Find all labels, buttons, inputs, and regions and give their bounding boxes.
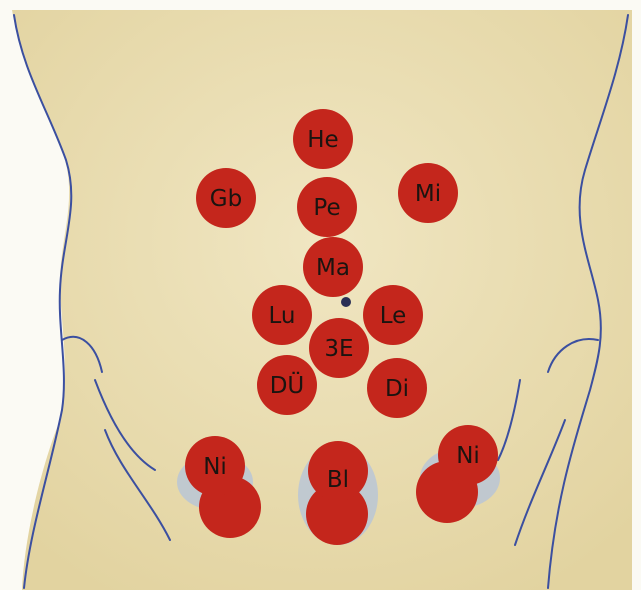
label-mi: Mi [415, 181, 441, 207]
label-ni-left: Ni [203, 454, 227, 480]
label-3e: 3E [324, 336, 353, 362]
torso-skin-right [632, 10, 641, 590]
label-gb: Gb [210, 186, 242, 212]
label-dd: DÜ [270, 371, 305, 399]
label-pe: Pe [313, 195, 340, 221]
label-lu: Lu [269, 303, 296, 329]
label-ma: Ma [316, 255, 350, 281]
label-le: Le [380, 303, 407, 329]
navel [341, 297, 351, 307]
label-ni-right: Ni [456, 443, 480, 469]
label-bl: Bl [327, 467, 349, 493]
label-he: He [307, 127, 338, 153]
label-di: Di [385, 376, 409, 402]
